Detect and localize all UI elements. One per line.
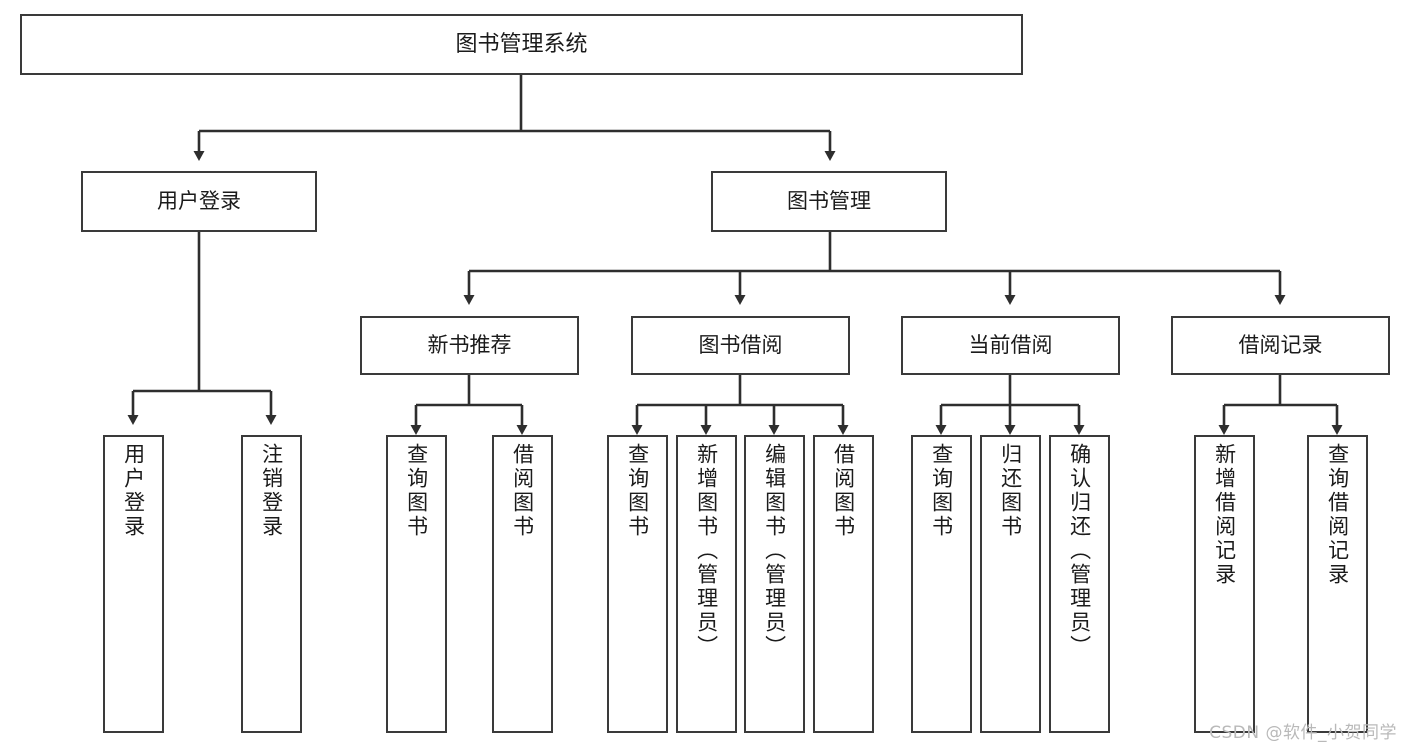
node-label: 用户登录 <box>157 189 241 214</box>
leaf-book-borrow-query[interactable]: 查询图书 <box>607 435 668 733</box>
node-label: 借阅记录 <box>1238 333 1323 358</box>
node-label: 用户登录 <box>121 443 146 539</box>
node-book-management[interactable]: 图书管理 <box>711 171 947 232</box>
node-label: 图书管理 <box>787 189 871 214</box>
node-label: 新增借阅记录 <box>1212 443 1237 587</box>
leaf-new-book-query[interactable]: 查询图书 <box>386 435 447 733</box>
leaf-new-book-borrow[interactable]: 借阅图书 <box>492 435 553 733</box>
leaf-book-borrow-add[interactable]: 新增图书（管理员） <box>676 435 737 733</box>
leaf-borrow-record-query[interactable]: 查询借阅记录 <box>1307 435 1368 733</box>
node-label: 查询图书 <box>625 443 650 539</box>
node-book-borrow[interactable]: 图书借阅 <box>631 316 850 375</box>
leaf-borrow-record-add[interactable]: 新增借阅记录 <box>1194 435 1255 733</box>
node-label: 注销登录 <box>259 443 284 539</box>
node-label: 当前借阅 <box>968 333 1053 358</box>
leaf-user-login-signin[interactable]: 用户登录 <box>103 435 164 733</box>
node-label: 查询借阅记录 <box>1325 443 1350 587</box>
node-label: 归还图书 <box>998 443 1023 539</box>
leaf-book-borrow-borrow[interactable]: 借阅图书 <box>813 435 874 733</box>
node-label: 查询图书 <box>404 443 429 539</box>
node-label: 新增图书（管理员） <box>694 443 719 659</box>
watermark-text: CSDN @软件_小贺同学 <box>1209 723 1397 743</box>
node-root-book-management-system[interactable]: 图书管理系统 <box>20 14 1023 75</box>
node-label: 借阅图书 <box>510 443 535 539</box>
node-label: 图书管理系统 <box>455 31 588 57</box>
node-label: 查询图书 <box>929 443 954 539</box>
node-label: 确认归还（管理员） <box>1067 443 1092 659</box>
leaf-current-borrow-return[interactable]: 归还图书 <box>980 435 1041 733</box>
node-label: 编辑图书（管理员） <box>762 443 787 659</box>
leaf-user-login-signout[interactable]: 注销登录 <box>241 435 302 733</box>
leaf-book-borrow-edit[interactable]: 编辑图书（管理员） <box>744 435 805 733</box>
node-new-book-recommend[interactable]: 新书推荐 <box>360 316 579 375</box>
node-current-borrow[interactable]: 当前借阅 <box>901 316 1120 375</box>
node-user-login[interactable]: 用户登录 <box>81 171 317 232</box>
node-borrow-record[interactable]: 借阅记录 <box>1171 316 1390 375</box>
node-label: 新书推荐 <box>427 333 512 358</box>
node-label: 图书借阅 <box>698 333 783 358</box>
leaf-current-borrow-confirm-return[interactable]: 确认归还（管理员） <box>1049 435 1110 733</box>
leaf-current-borrow-query[interactable]: 查询图书 <box>911 435 972 733</box>
node-label: 借阅图书 <box>831 443 856 539</box>
